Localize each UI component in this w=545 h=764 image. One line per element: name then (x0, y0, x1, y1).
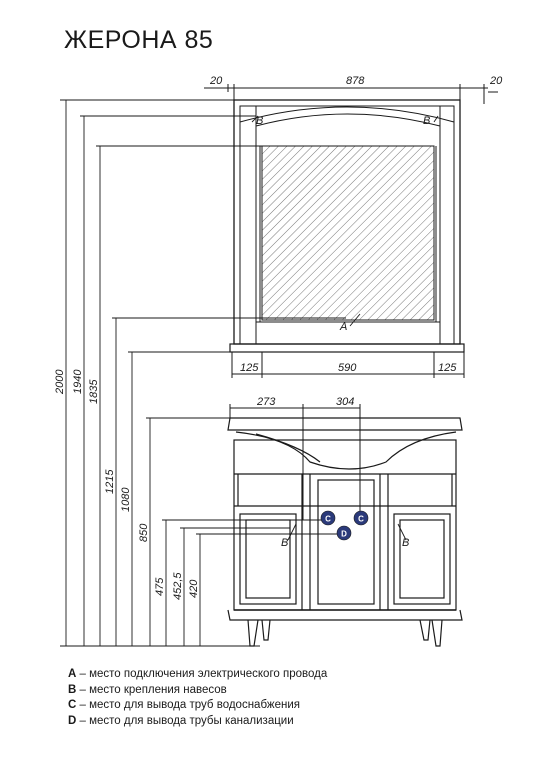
dim-top-width: 878 (346, 75, 365, 87)
vanity-cabinet (227, 417, 463, 621)
marker-b-mirror-right: B (423, 115, 430, 127)
mirror-glass (261, 145, 435, 321)
dim-h1080: 1080 (120, 487, 132, 512)
marker-d: D (336, 525, 352, 541)
dim-h2000: 2000 (54, 369, 66, 395)
marker-c-right-label: C (358, 515, 364, 524)
dim-h475: 475 (154, 577, 166, 596)
dim-h850: 850 (138, 523, 150, 542)
dim-top-right: 20 (489, 75, 503, 87)
dim-mirror-left: 125 (240, 362, 259, 374)
legend-item-b: B – место крепления навесов (68, 683, 227, 696)
sink-dimension-lines (229, 404, 361, 520)
dim-h1215: 1215 (104, 469, 116, 494)
legend: A – место подключения электрического про… (68, 667, 327, 729)
dim-h1835: 1835 (88, 379, 100, 404)
marker-c-left: C (320, 510, 336, 526)
dim-h420: 420 (188, 579, 200, 598)
marker-b-cabinet-right: B (402, 537, 409, 549)
legend-item-a: A – место подключения электрического про… (68, 668, 328, 680)
mirror-bottom-dimension-lines (231, 352, 465, 378)
top-dimension-lines (204, 84, 498, 104)
legend-item-d: D – место для вывода трубы канализации (68, 714, 294, 727)
marker-a: A (339, 321, 347, 333)
marker-b-mirror-left: B (256, 115, 263, 127)
dim-sink-a: 273 (256, 396, 276, 408)
marker-c-left-label: C (325, 515, 331, 524)
dim-h1940: 1940 (72, 369, 84, 394)
marker-b-cabinet-left: B (281, 537, 288, 549)
dim-mirror-right: 125 (438, 362, 457, 374)
vanity-legs (247, 619, 443, 647)
dim-sink-b: 304 (336, 396, 354, 408)
dim-mirror-mid: 590 (338, 362, 357, 374)
vertical-dimension-lines (60, 99, 346, 647)
dim-top-left: 20 (209, 75, 223, 87)
marker-d-label: D (341, 530, 347, 539)
page-title: ЖЕРОНА 85 (64, 26, 214, 54)
marker-leaders (251, 115, 439, 541)
marker-c-right: C (353, 510, 369, 526)
dim-h452: 452,5 (172, 572, 184, 600)
legend-item-c: C – место для вывода труб водоснабжения (68, 699, 300, 712)
mirror-frame (229, 99, 465, 353)
